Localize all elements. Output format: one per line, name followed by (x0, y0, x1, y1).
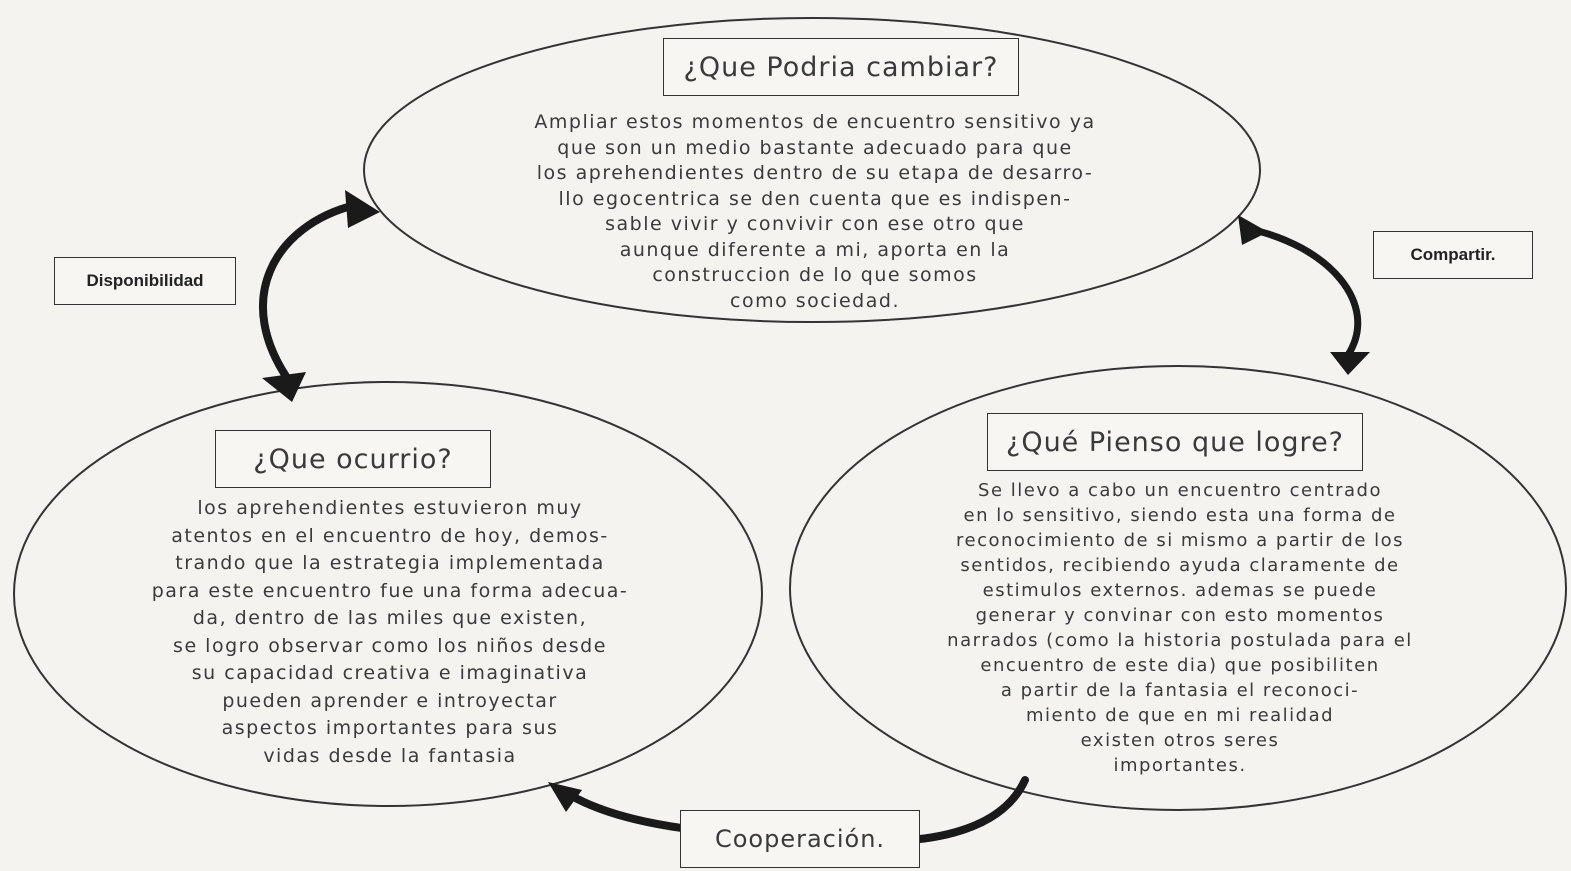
text-line: sable vivir y convivir con ese otro que (605, 213, 1025, 235)
label-cooperacion: Cooperación. (680, 810, 920, 868)
label-compartir: Compartir. (1373, 231, 1533, 279)
text-line: llo egocentrica se den cuenta que es ind… (558, 187, 1072, 210)
text-line: construccion de lo que somos (652, 264, 978, 286)
text-line: Ampliar estos momentos de encuentro sens… (534, 111, 1096, 133)
text-line: reconocimiento de si mismo a partir de l… (955, 530, 1405, 551)
text-line: los aprehendientes dentro de su etapa de… (536, 162, 1094, 184)
text-line: Se llevo a cabo un encuentro centrado (978, 480, 1382, 501)
text-line: los aprehendientes estuvieron muy (197, 497, 583, 519)
text-line: encuentro de este dia) que posibiliten (980, 655, 1380, 676)
text-line: se logro observar como los niños desde (173, 634, 607, 657)
text-line: pueden aprender e introyectar (222, 689, 558, 712)
top-ellipse (363, 17, 1261, 323)
text-line: trando que la estrategia implementada (175, 552, 605, 574)
text-line: estimulos externos. ademas se puede (982, 580, 1378, 601)
top-node-text: Ampliar estos momentos de encuentro sens… (385, 110, 1245, 314)
right-ellipse (789, 365, 1567, 811)
label-disponibilidad: Disponibilidad (54, 257, 236, 305)
text-line: que son un medio bastante adecuado para … (557, 136, 1073, 159)
text-line: generar y convinar con esto momentos (975, 605, 1385, 626)
text-line: miento de que en mi realidad (1025, 705, 1335, 726)
text-line: aunque diferente a mi, aporta en la (619, 238, 1011, 261)
right-node-text: Se llevo a cabo un encuentro centrado en… (800, 478, 1560, 778)
text-line: como sociedad. (730, 289, 900, 312)
text-line: su capacidad creativa e imaginativa (191, 662, 589, 684)
text-line: narrados (como la historia postulada par… (947, 630, 1413, 651)
text-line: aspectos importantes para sus (221, 717, 559, 739)
text-line: importantes. (1113, 755, 1247, 776)
text-line: para este encuentro fue una forma adecua… (151, 579, 629, 602)
left-node-title: ¿Que ocurrio? (215, 430, 491, 488)
arrow-top-to-right (1238, 215, 1370, 375)
left-node-text: los aprehendientes estuvieron muy atento… (20, 495, 760, 770)
text-line: a partir de la fantasia el reconoci- (1000, 680, 1360, 701)
top-node-title: ¿Que Podria cambiar? (663, 38, 1019, 96)
left-ellipse (13, 381, 763, 807)
arrow-top-to-left (259, 190, 380, 402)
text-line: en lo sensitivo, siendo esta una forma d… (963, 505, 1397, 526)
text-line: existen otros seres (1080, 730, 1280, 751)
text-line: atentos en el encuentro de hoy, demos- (171, 524, 609, 547)
text-line: sentidos, recibiendo ayuda claramente de (960, 555, 1400, 576)
right-node-title: ¿Qué Pienso que logre? (987, 413, 1363, 471)
text-line: da, dentro de las miles que existen, (192, 607, 588, 629)
text-line: vidas desde la fantasia (263, 744, 517, 767)
